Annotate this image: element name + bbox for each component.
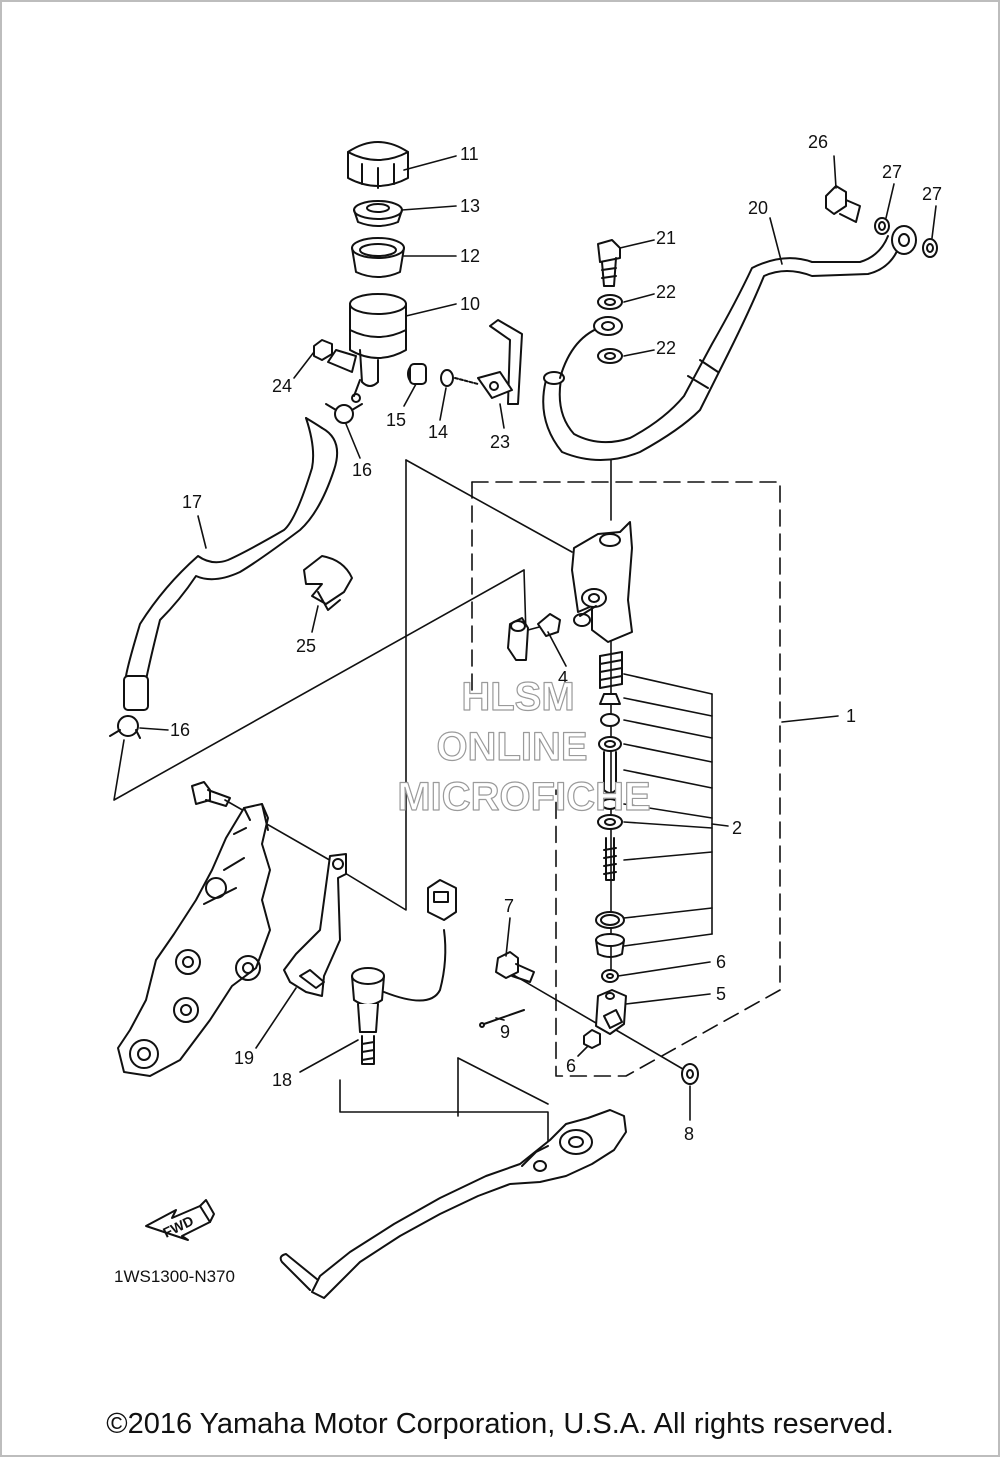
callout-25: 25 (296, 636, 316, 656)
callout-leaders (139, 155, 937, 1121)
callout-19: 19 (234, 1048, 254, 1068)
callout-23: 23 (490, 432, 510, 452)
callout-21: 21 (656, 228, 676, 248)
footrest-bolt (191, 781, 231, 807)
assembly-boundary (471, 481, 781, 1077)
reservoir-hose (123, 417, 338, 711)
callout-labels: 1 2 4 5 6 6 7 8 9 10 11 12 13 14 15 16 1… (114, 132, 942, 1286)
clevis-washer (681, 1063, 699, 1085)
callout-7: 7 (504, 896, 514, 916)
callout-6: 6 (716, 952, 726, 972)
connector-lines (113, 459, 689, 1165)
callout-27b: 27 (922, 184, 942, 204)
reservoir-diaphragm-plate (353, 200, 403, 227)
hose-holder-clamp (303, 555, 353, 611)
bracket-bolt-set (407, 363, 479, 387)
piston-kit-bracket-lines (623, 673, 713, 947)
callout-12: 12 (460, 246, 480, 266)
reservoir-cap (347, 141, 409, 189)
reservoir-diaphragm (351, 237, 405, 278)
rear-brake-light-switch (351, 879, 457, 1065)
callout-15: 15 (386, 410, 406, 430)
callout-27: 27 (882, 162, 902, 182)
callout-8: 8 (684, 1124, 694, 1144)
callout-18: 18 (272, 1070, 292, 1090)
callout-6b: 6 (566, 1056, 576, 1076)
reservoir-hose-clip-top (325, 403, 363, 424)
copyright-notice: ©2016 Yamaha Motor Corporation, U.S.A. A… (106, 1408, 894, 1440)
callout-26: 26 (808, 132, 828, 152)
callout-17: 17 (182, 492, 202, 512)
copper-washers (597, 294, 623, 364)
union-bolt-top (597, 239, 621, 287)
watermark-line-3: MICROFICHE (397, 775, 650, 819)
lock-nut (583, 1029, 601, 1049)
reservoir-nut (313, 339, 333, 361)
master-cylinder-body (571, 521, 633, 643)
reservoir-bracket (477, 319, 523, 405)
clevis (595, 989, 627, 1035)
brake-pedal (279, 1109, 627, 1299)
footrest-bracket (117, 803, 271, 1077)
piston-kit (595, 651, 625, 983)
callout-4: 4 (558, 668, 568, 688)
callout-5: 5 (716, 984, 726, 1004)
callout-13: 13 (460, 196, 480, 216)
callout-16: 16 (352, 460, 372, 480)
cotter-pin (479, 1009, 525, 1028)
callout-10: 10 (460, 294, 480, 314)
callout-22: 22 (656, 282, 676, 302)
clevis-pin (495, 951, 535, 983)
callout-9: 9 (500, 1022, 510, 1042)
watermark: HLSM ONLINE MICROFICHE (397, 674, 652, 819)
forward-arrow-icon (145, 1199, 215, 1241)
callout-14: 14 (428, 422, 448, 442)
diagram-code: 1WS1300-N370 (114, 1267, 235, 1286)
reservoir-tank (327, 293, 407, 403)
watermark-line-2: ONLINE (436, 725, 587, 769)
callout-22b: 22 (656, 338, 676, 358)
hose-joint (507, 613, 561, 661)
callout-16b: 16 (170, 720, 190, 740)
callout-11: 11 (460, 144, 479, 164)
switch-bracket (283, 853, 347, 997)
watermark-line-1: HLSM (461, 675, 574, 719)
callout-24: 24 (272, 376, 292, 396)
callout-1: 1 (846, 706, 856, 726)
callout-20: 20 (748, 198, 768, 218)
callout-2: 2 (732, 818, 742, 838)
brake-hose (542, 225, 917, 461)
reservoir-hose-clip-bottom (109, 715, 141, 739)
